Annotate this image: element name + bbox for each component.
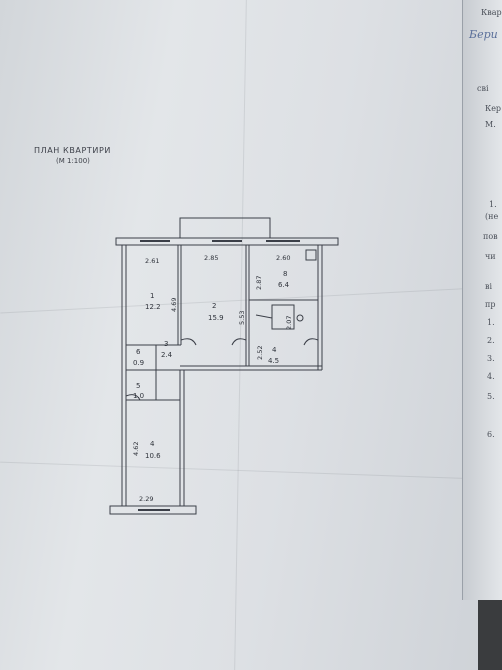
dim-right-vertical: 2.87 bbox=[255, 275, 263, 290]
floor-plan-sheet: ПЛАН КВАРТИРИ (М 1:100) bbox=[0, 0, 478, 670]
room-5-area: 1.0 bbox=[133, 392, 145, 400]
dim-top-mid: 2.85 bbox=[204, 254, 219, 262]
room-wc-area: 4.5 bbox=[268, 357, 280, 365]
room-8-area: 6.4 bbox=[278, 281, 290, 289]
document-scale: (М 1:100) bbox=[56, 157, 90, 165]
dim-mid-vertical: 5.53 bbox=[238, 310, 246, 325]
room-4-number: 4 bbox=[150, 440, 155, 448]
dim-bottom: 2.29 bbox=[139, 495, 154, 503]
room-6-area: 0.9 bbox=[133, 359, 145, 367]
room-2-number: 2 bbox=[212, 302, 217, 310]
right-sheet-line: 1. bbox=[489, 200, 497, 209]
right-sheet-line: 6. bbox=[487, 430, 495, 439]
right-sheet-line: 3. bbox=[487, 354, 495, 363]
room-5-number: 5 bbox=[136, 382, 141, 390]
dim-bath: 2.07 bbox=[285, 315, 293, 330]
room-2-area: 15.9 bbox=[208, 314, 224, 322]
right-sheet-line: Квар bbox=[481, 8, 502, 17]
right-sheet-line: 5. bbox=[487, 392, 495, 401]
right-sheet-line: М. bbox=[485, 120, 496, 129]
floor-plan-drawing bbox=[0, 0, 478, 670]
bottom-wall bbox=[109, 505, 197, 515]
document-title: ПЛАН КВАРТИРИ bbox=[34, 146, 112, 155]
right-sheet-line: (не bbox=[485, 212, 499, 221]
room-8-number: 8 bbox=[283, 270, 288, 278]
room-6-number: 6 bbox=[136, 348, 141, 356]
right-sheet-line: 4. bbox=[487, 372, 495, 381]
right-sheet-line: сві bbox=[477, 84, 489, 93]
room-3-area: 2.4 bbox=[161, 351, 173, 359]
dim-top-left: 2.61 bbox=[145, 257, 160, 265]
right-sheet-line: 2. bbox=[487, 336, 495, 345]
room-1-area: 12.2 bbox=[145, 303, 161, 311]
dim-wc-vertical: 2.52 bbox=[256, 345, 264, 360]
right-sheet-line: чи bbox=[485, 252, 496, 261]
right-document-sheet: Квар Бери сві Кер М. 1. (не пов чи ві пр… bbox=[462, 0, 502, 600]
room-4-area: 10.6 bbox=[145, 452, 161, 460]
right-sheet-line: Кер bbox=[485, 104, 502, 113]
room-wc-number: 4 bbox=[272, 346, 277, 354]
balcony-outline bbox=[179, 217, 271, 239]
room-1-number: 1 bbox=[150, 292, 155, 300]
top-wall bbox=[115, 237, 339, 246]
room-3-number: 3 bbox=[164, 340, 169, 348]
dim-top-right: 2.60 bbox=[276, 254, 291, 262]
right-sheet-line: ві bbox=[485, 282, 493, 291]
dim-room1-side: 4.69 bbox=[170, 297, 178, 312]
right-sheet-handwriting: Бери bbox=[469, 28, 498, 41]
right-sheet-line: пов bbox=[483, 232, 498, 241]
dim-lower-side: 4.62 bbox=[132, 441, 140, 456]
right-sheet-line: пр bbox=[485, 300, 496, 309]
right-sheet-line: 1. bbox=[487, 318, 495, 327]
